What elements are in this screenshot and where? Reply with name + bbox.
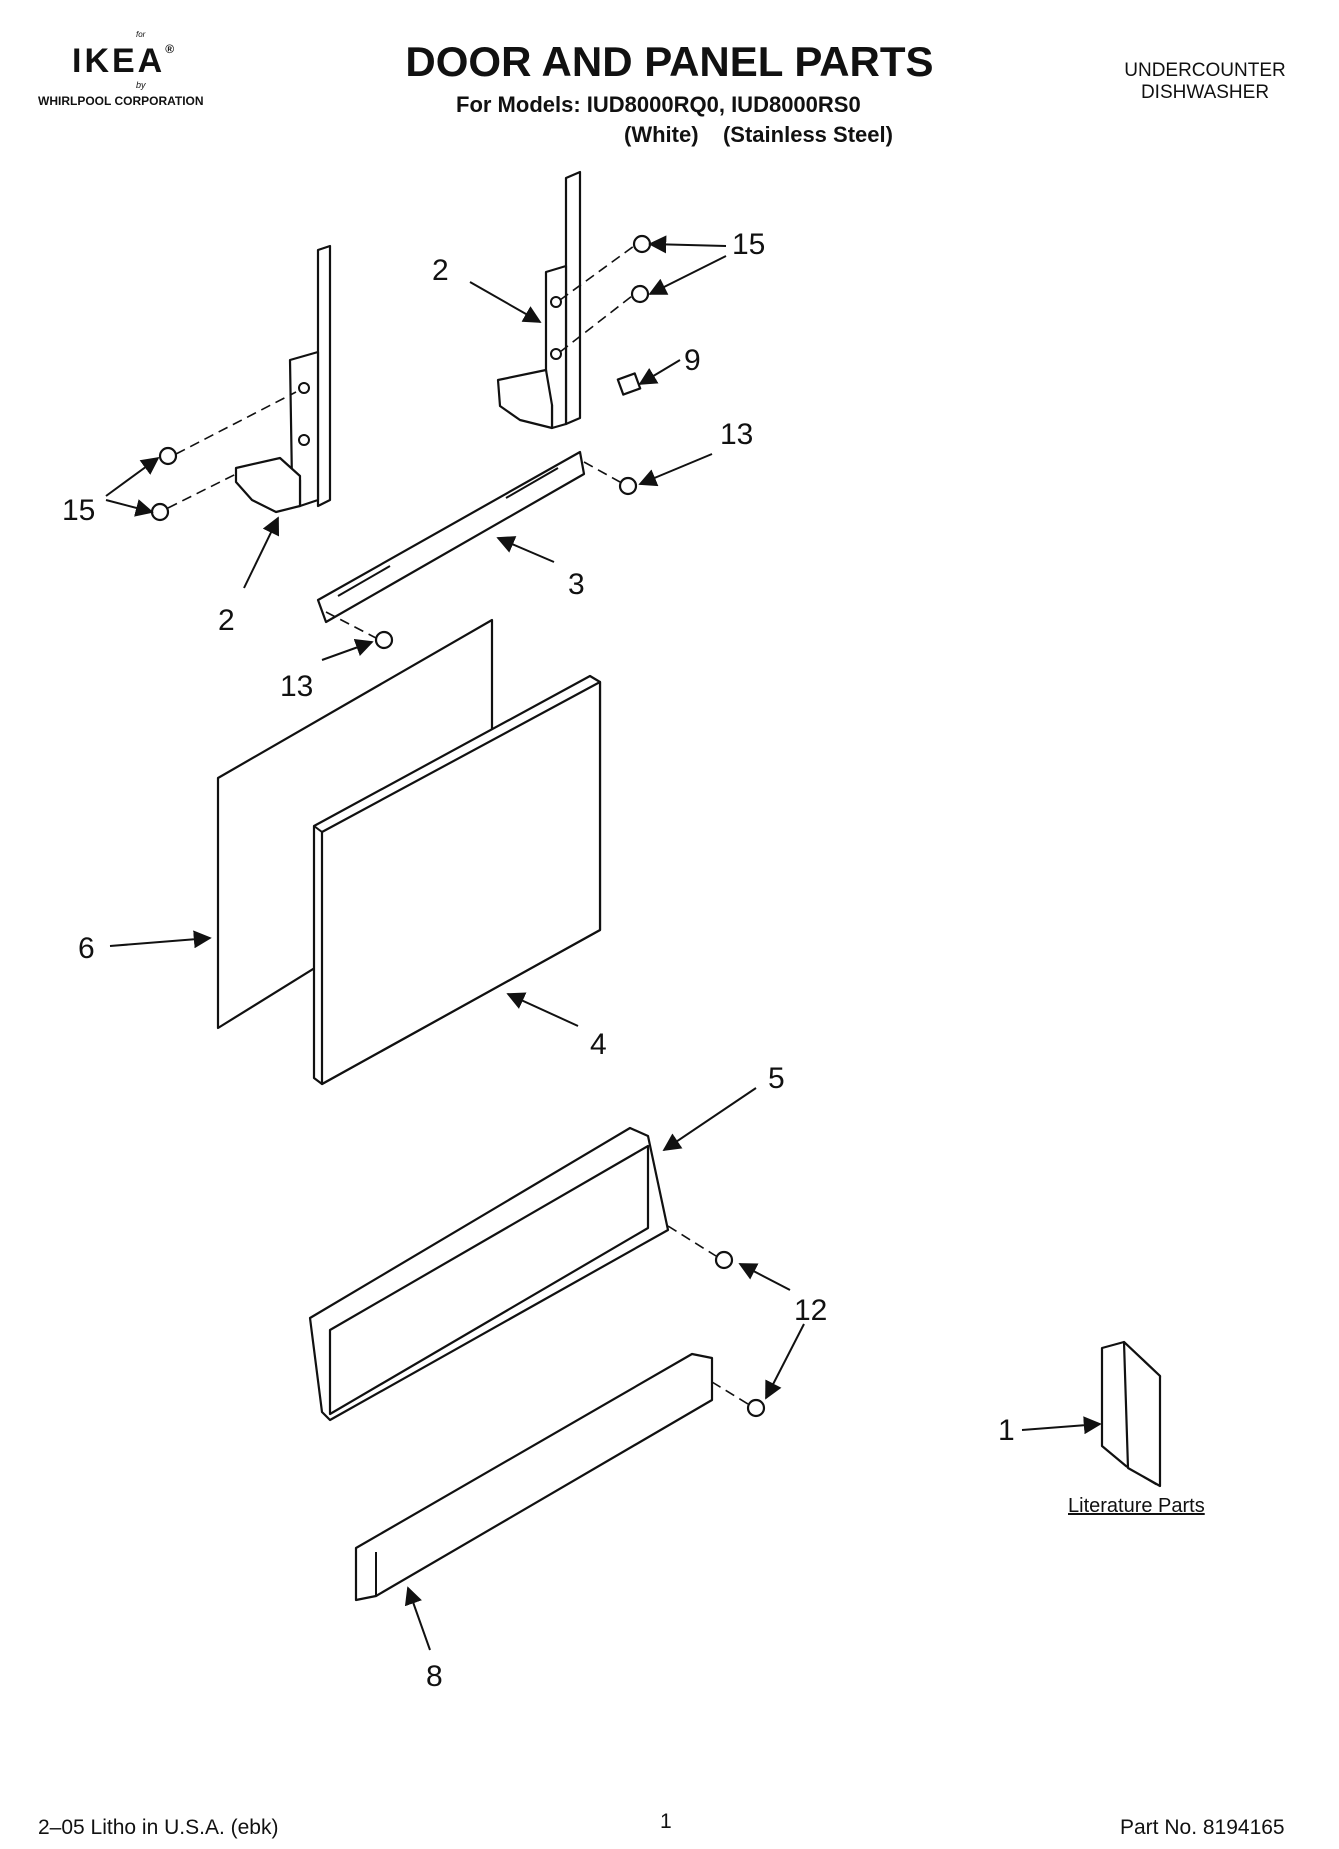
callout-5: 5 [768, 1062, 785, 1095]
callout-13-right: 13 [720, 418, 753, 451]
callout-13-left: 13 [280, 670, 313, 703]
part-3-mounting-rail [316, 450, 586, 624]
callout-2-top: 2 [432, 254, 449, 287]
logo-by-text: by [136, 80, 146, 90]
leader-arrows [105, 235, 1102, 1651]
footer-litho-note: 2–05 Litho in U.S.A. (ebk) [38, 1816, 279, 1839]
callout-8: 8 [426, 1660, 443, 1693]
part-1-literature-booklet [1100, 1340, 1162, 1488]
logo-for-text: for [136, 30, 146, 39]
alignment-lines [167, 245, 749, 1405]
models-line: For Models: IUD8000RQ0, IUD8000RS0 [456, 92, 861, 117]
product-type-line2: DISHWASHER [1140, 82, 1270, 103]
page-number: 1 [660, 1810, 672, 1833]
part-2-top-hinge-bracket [496, 170, 582, 430]
product-type-line1: UNDERCOUNTER [1124, 60, 1286, 81]
logo-brand: IKEA [72, 42, 166, 80]
callout-4: 4 [590, 1028, 607, 1061]
callout-labels: 2 15 9 13 15 2 3 13 6 4 5 12 8 1 Literat… [62, 228, 1205, 1693]
part-5-toe-panel-bracket [308, 1126, 670, 1422]
callout-3: 3 [568, 568, 585, 601]
callout-6: 6 [78, 932, 95, 965]
logo-corporation: WHIRLPOOL CORPORATION [38, 94, 204, 108]
callout-15-left: 15 [62, 494, 95, 527]
page-title: DOOR AND PANEL PARTS [405, 38, 934, 85]
literature-parts-label: Literature Parts [1068, 1495, 1205, 1517]
part-8-toe-strip [354, 1352, 714, 1602]
part-4-door-panel [312, 674, 602, 1086]
callout-1: 1 [998, 1414, 1015, 1447]
part-number: Part No. 8194165 [1120, 1816, 1285, 1839]
callout-15-right: 15 [732, 228, 765, 261]
callout-12: 12 [794, 1294, 827, 1327]
callout-9: 9 [684, 344, 701, 377]
part-2-left-hinge-bracket [234, 244, 332, 514]
ikea-logo: IKEA® [72, 42, 174, 81]
logo-registered-mark: ® [165, 42, 175, 56]
variants-line: (White) (Stainless Steel) [624, 122, 893, 147]
screw-icons [150, 234, 766, 1418]
callout-2-left: 2 [218, 604, 235, 637]
